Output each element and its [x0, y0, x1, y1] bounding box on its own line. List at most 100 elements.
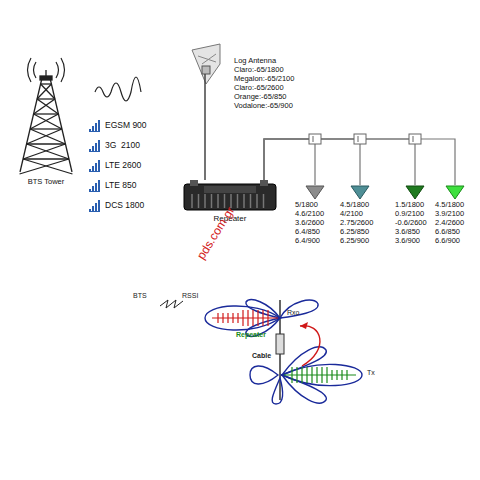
antenna-reading: Orange:-65/850: [234, 92, 298, 101]
cable-label: Cable: [252, 352, 271, 359]
front-panel: [204, 186, 256, 193]
cooling-fin: [243, 194, 245, 208]
arrow-head: [300, 322, 308, 329]
cooling-fin: [263, 194, 265, 208]
cooling-fin: [198, 194, 200, 208]
signal-icon: [88, 179, 101, 192]
signal-base: [89, 151, 100, 152]
cooling-fin: [237, 194, 239, 208]
signal-bar: [98, 120, 100, 132]
signal-icon: [88, 199, 101, 212]
rx-lobe-hatch: [212, 310, 278, 326]
cooling-fin: [230, 194, 232, 208]
tower-brace: [37, 99, 58, 114]
antenna-value: -0.6/2600: [393, 218, 437, 227]
antenna-value: 6.4/900: [293, 236, 337, 245]
signal-base: [89, 171, 100, 172]
signal-bar: [95, 143, 97, 152]
signal-bar: [95, 163, 97, 172]
antenna-element: [202, 54, 216, 64]
antenna-reading: Vodalone:-65/900: [234, 101, 298, 110]
splitter-mark: [313, 136, 314, 142]
antenna-value: 3.6/2600: [293, 218, 337, 227]
signal-wave: [95, 77, 141, 101]
legend-text: DCS 1800: [105, 200, 144, 210]
antenna-shape: [351, 186, 369, 199]
tower-brace: [37, 84, 51, 99]
tower-brace: [30, 114, 58, 129]
legend-text: 3G 2100: [105, 140, 140, 150]
legend-text: LTE 2600: [105, 160, 141, 170]
antenna-shape: [406, 186, 424, 199]
bts-tower: [20, 58, 73, 174]
signal-bar: [95, 203, 97, 212]
cooling-fin: [204, 194, 206, 208]
antenna-value: 6.6/850: [433, 227, 477, 236]
antenna-triangle: [293, 185, 337, 200]
tower-brace: [41, 84, 55, 99]
log-antenna-symbol: [186, 42, 226, 112]
signal-bar: [98, 160, 100, 172]
signal-icon: [88, 119, 101, 132]
signal-base: [89, 131, 100, 132]
splitter-mark: [413, 136, 414, 142]
legend-row: DCS 1800: [88, 198, 144, 212]
connector-port: [260, 180, 268, 186]
antenna-value: 6.25/900: [338, 236, 382, 245]
tower-brace: [34, 114, 62, 129]
tower-bar: [34, 113, 59, 114]
antenna-value: 4.5/1800: [338, 200, 382, 209]
splitter: [409, 134, 421, 144]
antenna-reading: Megalon:-65/2100: [234, 74, 298, 83]
repeater-unit: [276, 334, 284, 354]
antenna-value: 6.6/900: [433, 236, 477, 245]
legend-row: EGSM 900: [88, 118, 147, 132]
antenna-triangle: [338, 185, 382, 200]
antenna-value: 6.25/850: [338, 227, 382, 236]
signal-base: [89, 191, 100, 192]
legend-row: LTE 2600: [88, 158, 141, 172]
antenna-value: 3.9/2100: [433, 209, 477, 218]
cable-connector: [264, 139, 360, 185]
antenna-pole: [204, 74, 206, 112]
cable-connector: [264, 139, 455, 185]
tower-bar: [41, 83, 52, 84]
antenna-value: 0.9/2100: [393, 209, 437, 218]
antenna-value: 6.4/850: [293, 227, 337, 236]
antenna-reading: Claro:-65/2600: [234, 83, 298, 92]
antenna-body: [192, 44, 220, 84]
antenna-value: 4/2100: [338, 209, 382, 218]
cooling-fin: [191, 194, 193, 208]
node-label: BTS Tower: [8, 177, 84, 186]
antenna-shape: [446, 186, 464, 199]
cooling-fin: [250, 194, 252, 208]
cable-connector: [264, 139, 415, 185]
antenna-node: 4.5/18003.9/21002.4/26006.6/8506.6/900: [433, 185, 477, 245]
radiation-pattern: [160, 300, 362, 404]
signal-label: RSSI: [182, 292, 198, 299]
signal-base: [89, 211, 100, 212]
splitter: [354, 134, 366, 144]
cooling-fin: [211, 194, 213, 208]
antenna-heading: Log Antenna: [234, 56, 298, 65]
signal-bar: [95, 183, 97, 192]
antenna-node: 4.5/18004/21002.75/26006.25/8506.25/900: [338, 185, 382, 245]
watermark: pds.com.gr: [194, 204, 237, 262]
splitter-mark: [358, 136, 359, 142]
legend-row: 3G 2100: [88, 138, 140, 152]
tower-brace: [23, 144, 65, 159]
antenna-element: [198, 56, 216, 62]
tower-bar: [27, 143, 66, 144]
cooling-fin: [217, 194, 219, 208]
tower-bar: [37, 98, 55, 99]
signal-bar: [98, 140, 100, 152]
antenna-reading: Claro:-65/1800: [234, 65, 298, 74]
antenna-node: 1.5/18000.9/2100-0.6/26003.6/8503.6/900: [393, 185, 437, 245]
legend-text: EGSM 900: [105, 120, 147, 130]
antenna-triangle: [433, 185, 477, 200]
antenna-value: 4.5/1800: [433, 200, 477, 209]
hatch-axis: [212, 317, 278, 318]
antenna-value: 4.6/2100: [293, 209, 337, 218]
signal-bar: [98, 180, 100, 192]
